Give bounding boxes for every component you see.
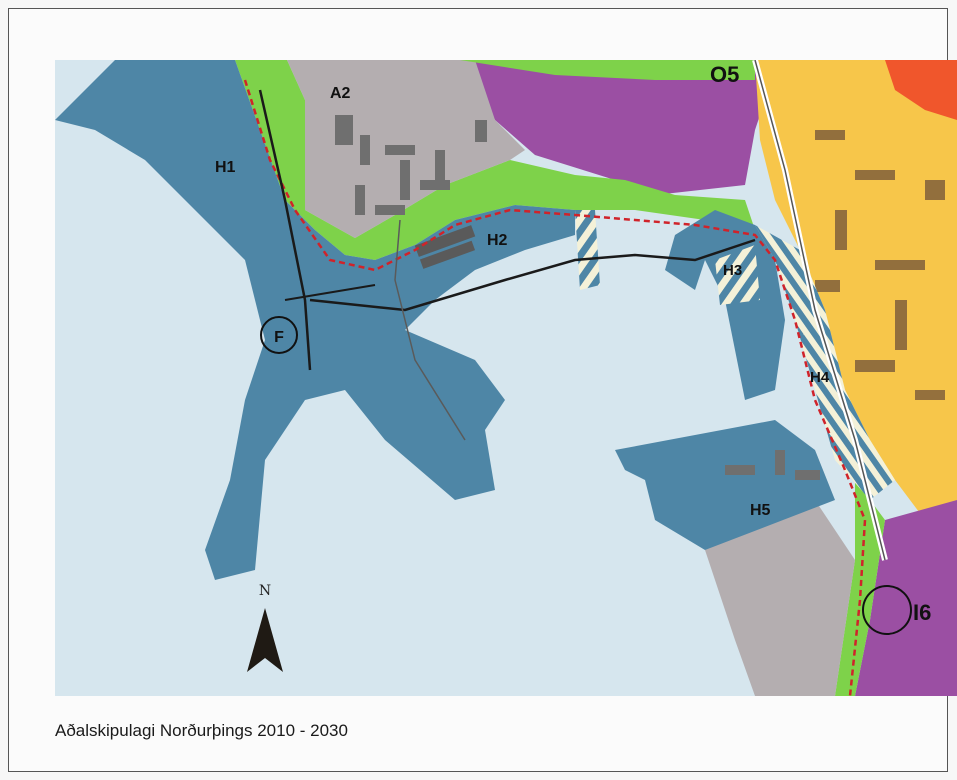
- hatched-area-2: [715, 245, 760, 305]
- residential-zone-north: [465, 60, 765, 195]
- map-canvas: F I6 H1 H2 H3 H4 H5 A2 O5 N: [55, 60, 957, 696]
- label-f: F: [274, 329, 284, 346]
- connector-path: [284, 284, 376, 301]
- a2-buildings: [335, 115, 487, 215]
- hatched-area-1: [575, 210, 600, 290]
- h5-buildings: [725, 450, 820, 480]
- north-letter: N: [259, 583, 271, 599]
- label-h3: H3: [723, 262, 742, 279]
- main-road-edge: [754, 60, 886, 561]
- green-zone: [235, 60, 755, 260]
- label-h1: H1: [215, 159, 236, 176]
- label-a2: A2: [330, 85, 351, 102]
- harbor-zone-h1-h2: [55, 60, 575, 580]
- label-o5: O5: [710, 62, 739, 87]
- facility-marker-i6[interactable]: I6: [862, 585, 931, 635]
- north-arrow: N: [247, 583, 283, 672]
- harbor-zone-h4: [755, 225, 895, 500]
- map-caption: Aðalskipulagi Norðurþings 2010 - 2030: [55, 721, 348, 740]
- h2-buildings: [414, 225, 476, 269]
- label-h5: H5: [750, 502, 771, 519]
- pier-line-h2: [394, 219, 466, 441]
- label-i6: I6: [913, 600, 931, 625]
- center-buildings: [815, 130, 945, 400]
- label-h2: H2: [487, 232, 508, 249]
- town-center-zone: [755, 60, 957, 520]
- green-strip-south: [835, 480, 885, 696]
- harbor-road: [309, 238, 756, 312]
- plan-boundary: [243, 79, 867, 696]
- facility-marker-f[interactable]: F: [260, 316, 298, 354]
- label-h4: H4: [810, 369, 830, 386]
- grey-zone-south: [705, 500, 855, 696]
- recreation-zone-o5: [460, 60, 755, 80]
- commercial-zone: [885, 60, 957, 120]
- north-arrow-icon: [247, 608, 283, 672]
- residential-zone-south: [855, 500, 957, 696]
- shore-path-h1: [258, 89, 312, 371]
- land-use-map[interactable]: F I6 H1 H2 H3 H4 H5 A2 O5 N: [55, 60, 957, 696]
